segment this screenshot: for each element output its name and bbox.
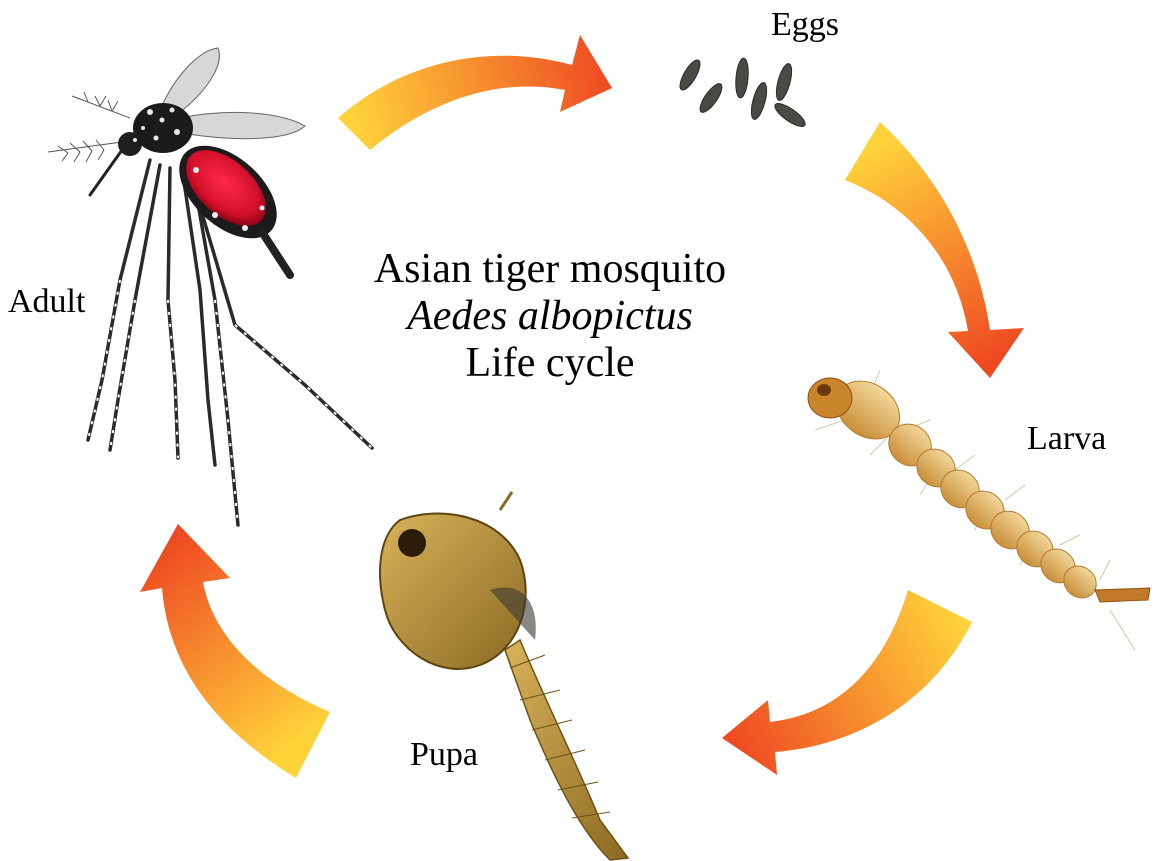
common-name: Asian tiger mosquito — [330, 246, 770, 293]
arrow-eggs-to-larva — [845, 122, 1024, 378]
pupa-illustration — [380, 492, 628, 860]
species-name: Aedes albopictus — [330, 293, 770, 340]
stage-label-pupa: Pupa — [410, 738, 478, 772]
arrow-larva-to-pupa — [722, 590, 972, 775]
subtitle: Life cycle — [330, 340, 770, 387]
larva-illustration — [808, 369, 1150, 650]
adult-mosquito-illustration — [48, 48, 372, 525]
arrow-pupa-to-adult — [140, 524, 330, 778]
stage-label-larva: Larva — [1027, 422, 1106, 456]
stage-label-eggs: Eggs — [771, 8, 839, 42]
diagram-title: Asian tiger mosquito Aedes albopictus Li… — [330, 246, 770, 387]
arrow-adult-to-eggs — [338, 35, 612, 150]
eggs-illustration — [676, 57, 808, 130]
stage-label-adult: Adult — [8, 285, 85, 319]
